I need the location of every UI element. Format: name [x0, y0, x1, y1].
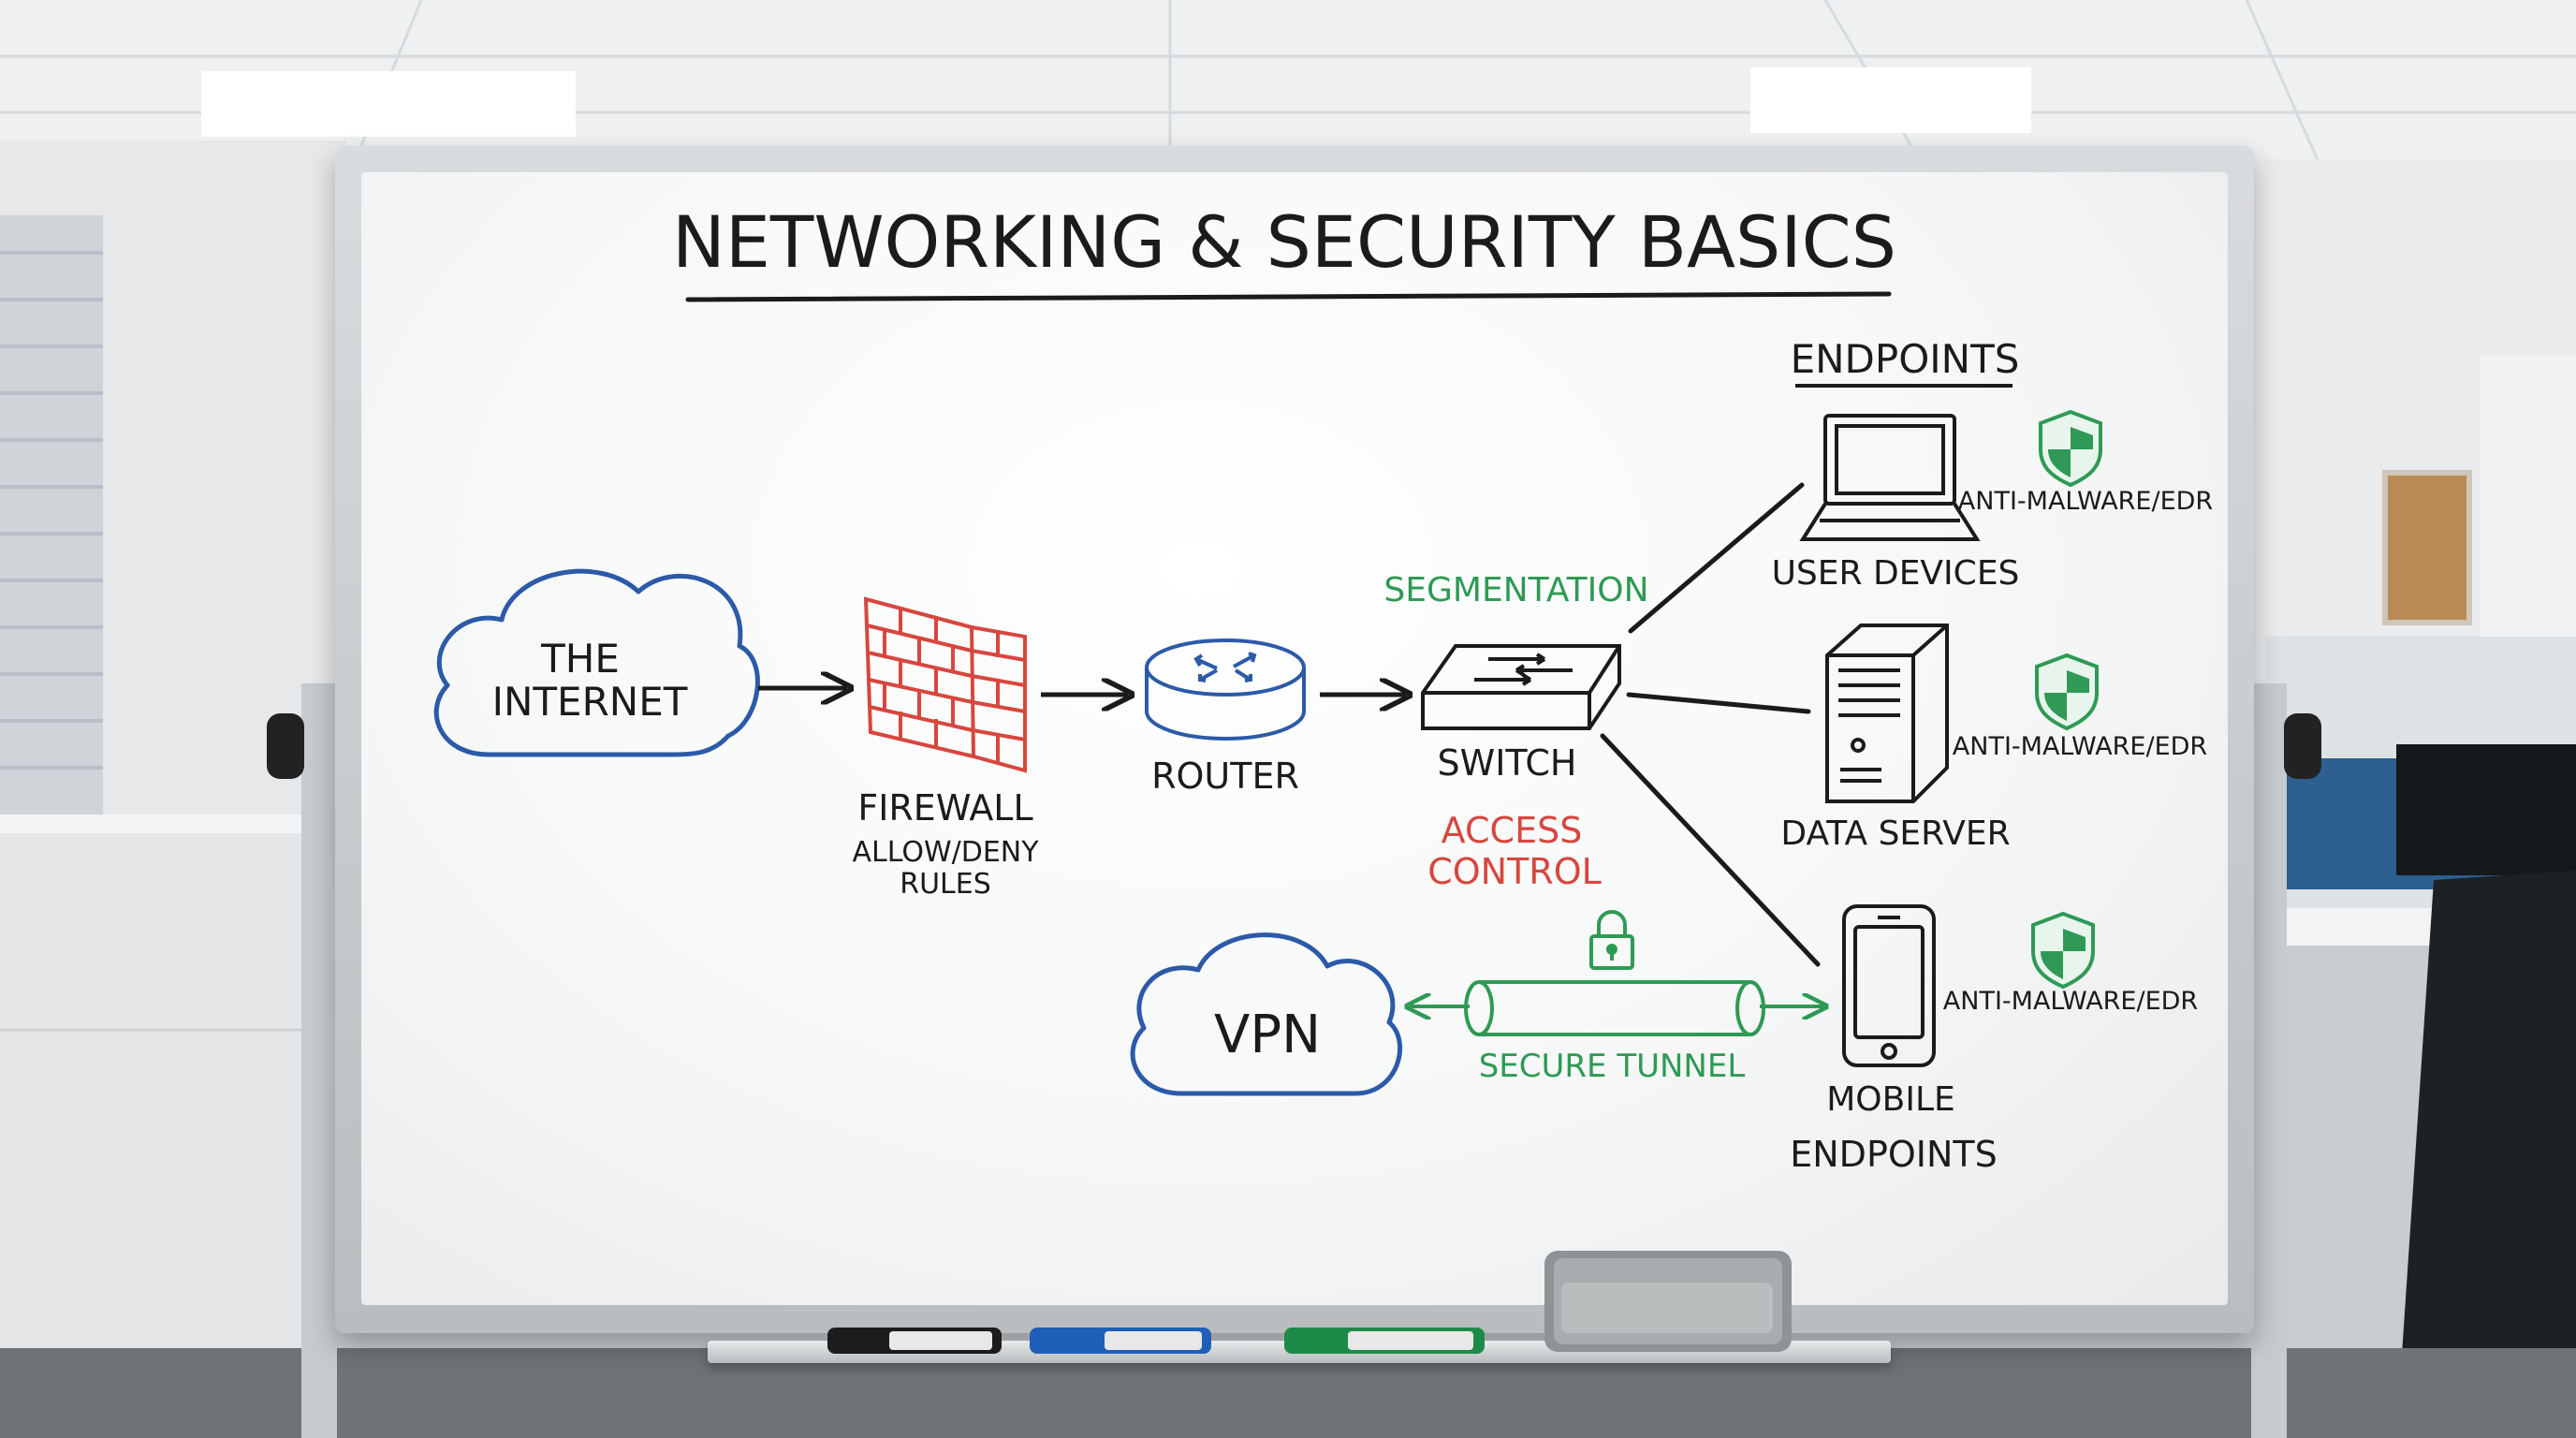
anti-malware-label-2: ANTI-MALWARE/EDR [1953, 732, 2207, 761]
access-control-line2: CONTROL [1427, 851, 1602, 892]
mobile-label-line1: MOBILE [1826, 1080, 1955, 1119]
shield-icon [2031, 911, 2095, 990]
mobile-label-line2: ENDPOINTS [1790, 1134, 1998, 1175]
endpoints-heading: ENDPOINTS [1791, 336, 2020, 382]
padlock-icon [1589, 910, 1634, 970]
shield-icon [2039, 409, 2102, 488]
tunnel-icon [1464, 980, 1765, 1036]
vpn-cloud-icon [1130, 932, 1403, 1096]
eraser-icon [1544, 1251, 1792, 1352]
firewall-rules-line1: ALLOW/DENY [852, 836, 1039, 869]
router-label: ROUTER [1151, 756, 1299, 797]
laptop-icon [1799, 414, 1981, 541]
server-tower-icon [1825, 624, 1949, 803]
marker-icon [1284, 1328, 1485, 1354]
router-icon [1145, 638, 1306, 741]
access-control-line1: ACCESS [1442, 810, 1583, 851]
marker-icon [1030, 1328, 1211, 1354]
anti-malware-label-3: ANTI-MALWARE/EDR [1943, 987, 2198, 1016]
firewall-rules-line2: RULES [900, 868, 991, 901]
internet-label-line1: THE [540, 636, 620, 682]
shield-icon [2035, 653, 2099, 731]
link-switch-to-data-server [1626, 692, 1811, 714]
internet-cloud-icon [433, 568, 760, 757]
secure-tunnel-label: SECURE TUNNEL [1479, 1048, 1746, 1085]
segmentation-label: SEGMENTATION [1383, 571, 1648, 609]
title-underline [685, 291, 1892, 302]
internet-label-line2: INTERNET [492, 679, 688, 725]
vpn-label: VPN [1214, 1005, 1321, 1065]
firewall-brick-icon [863, 596, 1027, 773]
whiteboard-surface [361, 172, 2228, 1305]
smartphone-icon [1842, 904, 1936, 1067]
switch-icon [1421, 644, 1621, 730]
anti-malware-label-1: ANTI-MALWARE/EDR [1958, 487, 2213, 516]
marker-icon [827, 1328, 1002, 1354]
diagram-title: NETWORKING & SECURITY BASICS [672, 200, 1896, 284]
user-devices-label: USER DEVICES [1772, 554, 2020, 593]
switch-label: SWITCH [1438, 742, 1577, 784]
data-server-label: DATA SERVER [1780, 814, 2010, 853]
link-switch-to-user-devices [1628, 482, 1805, 634]
link-switch-to-mobile [1600, 733, 1821, 967]
firewall-label: FIREWALL [857, 787, 1032, 829]
